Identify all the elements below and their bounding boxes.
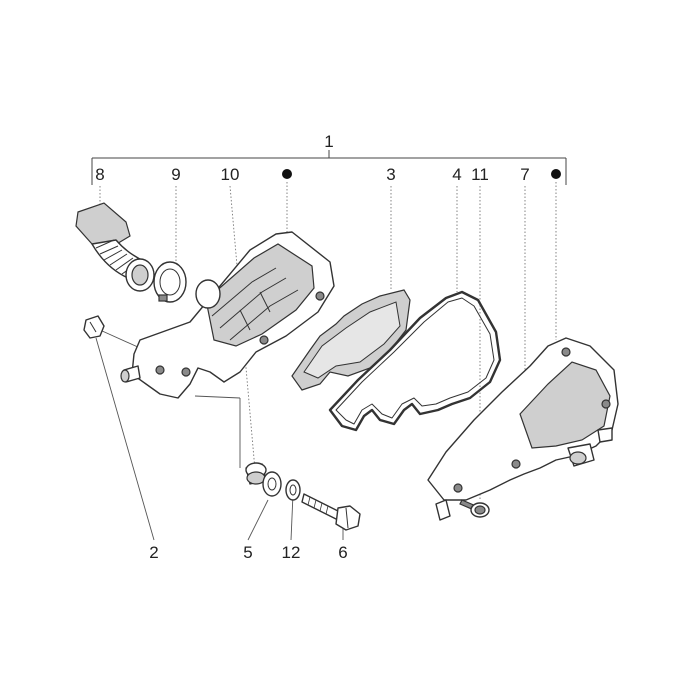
filter-element	[291, 289, 411, 391]
grommet	[245, 462, 267, 485]
callout-2: 2	[149, 543, 158, 562]
callout-11: 11	[471, 165, 489, 184]
callout-12: 12	[282, 543, 301, 562]
hex-bolt	[301, 493, 361, 531]
spacer	[262, 471, 282, 497]
callout-1: 1	[324, 132, 333, 151]
callout-10: 10	[221, 165, 240, 184]
gasket	[328, 290, 502, 432]
clip	[83, 315, 105, 339]
hose-clamp	[153, 261, 187, 303]
callout-8: 8	[95, 165, 104, 184]
callout-7: 7	[520, 165, 529, 184]
callout-3: 3	[386, 165, 395, 184]
callout-9: 9	[171, 165, 180, 184]
kit-marker-housing	[282, 169, 292, 179]
callout-5: 5	[243, 543, 252, 562]
filter-housing	[120, 231, 335, 399]
assembly-bracket	[91, 150, 567, 185]
kit-marker-cover	[551, 169, 561, 179]
knurled-screw	[459, 499, 490, 518]
intake-duct	[75, 202, 155, 292]
callout-6: 6	[338, 543, 347, 562]
callout-4: 4	[452, 165, 461, 184]
washer	[285, 479, 301, 501]
filter-cover	[427, 337, 619, 521]
